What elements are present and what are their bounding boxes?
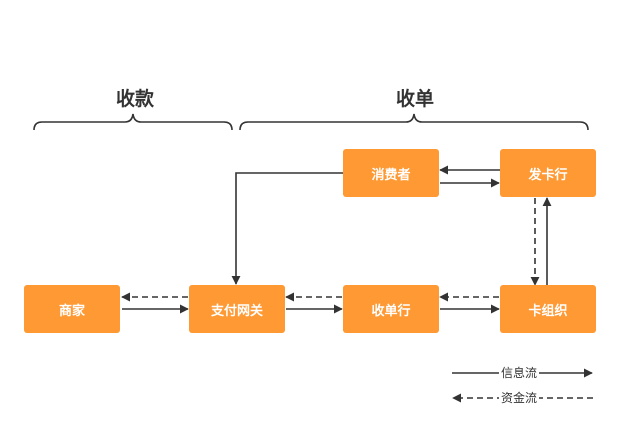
node-gateway: 支付网关 <box>189 285 285 333</box>
group-label-acquire: 收单 <box>396 88 435 110</box>
node-issuer: 发卡行 <box>500 149 596 197</box>
node-acquirer: 收单行 <box>343 285 439 333</box>
collect-brace <box>33 113 233 131</box>
group-label-collect: 收款 <box>116 88 155 110</box>
legend-fund-label: 资金流 <box>499 391 540 405</box>
node-consumer: 消费者 <box>343 149 439 197</box>
node-card-org: 卡组织 <box>500 285 596 333</box>
node-merchant: 商家 <box>24 285 120 333</box>
arrow-consumer-to-gateway <box>231 172 343 285</box>
acquire-brace <box>239 113 589 131</box>
legend-info-label: 信息流 <box>499 366 540 380</box>
